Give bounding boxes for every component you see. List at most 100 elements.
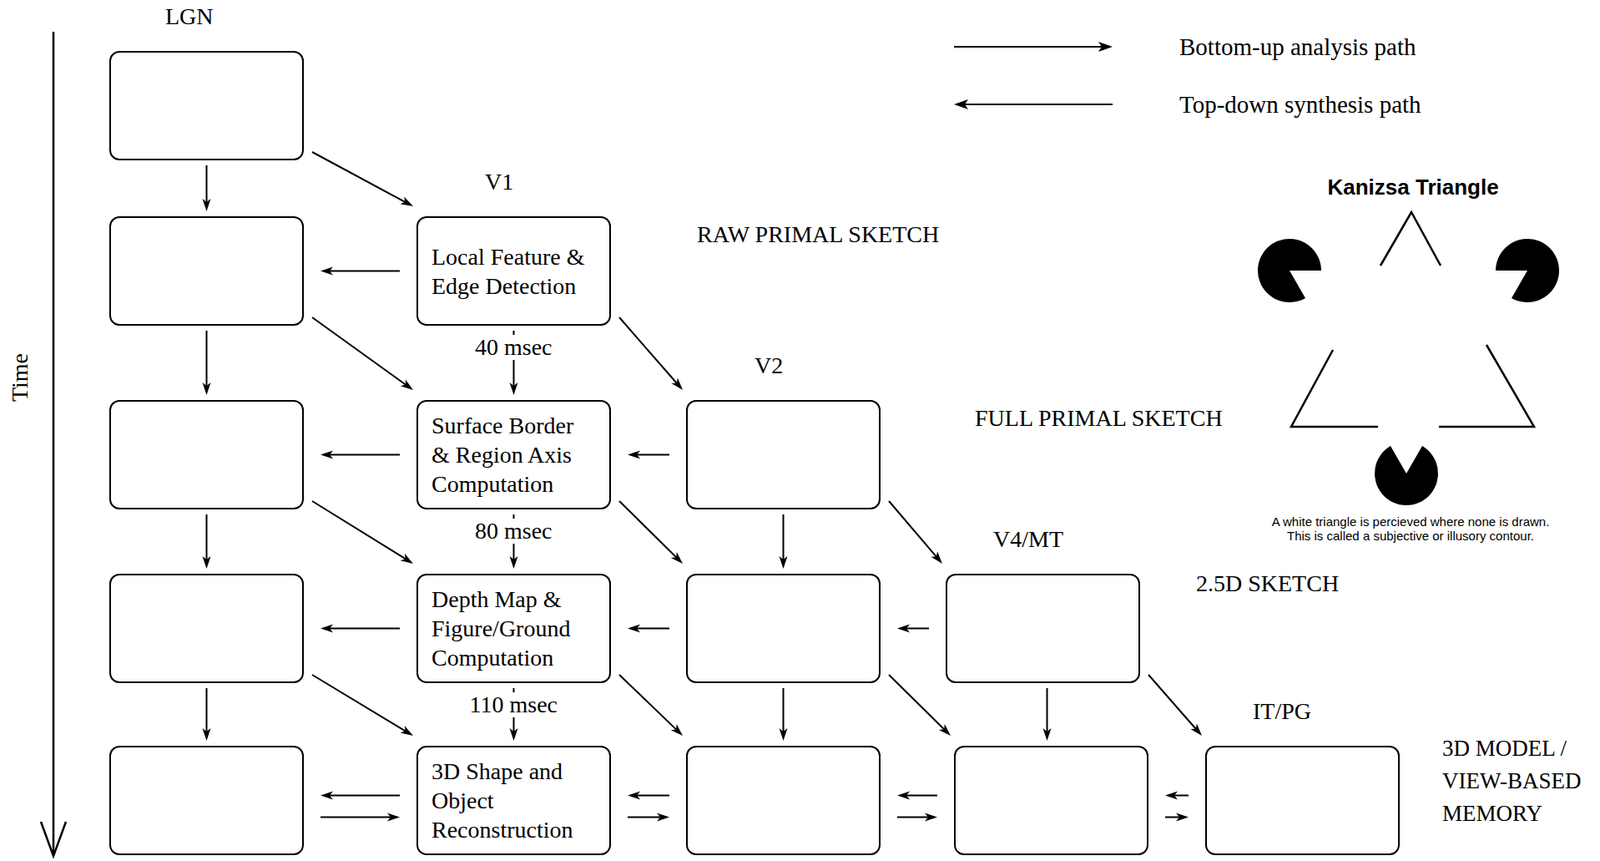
arrow-connector (897, 624, 929, 633)
connector-line (888, 674, 945, 730)
arrow-connector (888, 674, 951, 736)
arrow-connector (312, 317, 414, 390)
arrow-head (779, 555, 788, 569)
legend-sample-line (953, 45, 1104, 48)
arrow-head (924, 812, 938, 822)
connector-line (619, 674, 677, 730)
arrow-head (897, 791, 910, 800)
connector-line (328, 794, 400, 797)
connector-line (619, 500, 677, 558)
arrow-connector (312, 151, 414, 207)
arrow-connector (627, 812, 670, 822)
area-label: V4/MT (993, 526, 1064, 552)
arrow-head (400, 378, 414, 390)
connector-line (206, 165, 208, 203)
arrow-connector (897, 812, 938, 822)
kanizsa-outline (1380, 211, 1441, 266)
arrow-connector (627, 450, 670, 460)
arrow-connector (1165, 791, 1189, 800)
connector-line (320, 816, 392, 818)
area-label: V2 (754, 353, 783, 379)
connector-line (1148, 674, 1197, 730)
process-box (686, 745, 881, 855)
stage-label: 2.5D SKETCH (1196, 570, 1339, 597)
arrow-head (627, 624, 641, 633)
figure-caption: A white triangle is percieved where none… (1264, 514, 1557, 543)
legend-sample-head (1098, 41, 1113, 52)
process-box: IT/PG (1205, 745, 1400, 855)
arrow-connector (619, 674, 683, 736)
process-box (953, 745, 1149, 855)
arrow-head (509, 555, 519, 569)
connector-line (782, 514, 785, 561)
kanizsa-pacman (1257, 238, 1322, 303)
connector-line (206, 687, 208, 732)
arrow-head (320, 450, 334, 460)
connector-line (897, 816, 929, 818)
arrow-connector (312, 674, 414, 736)
box-text: Depth Map & Figure/Ground Computation (418, 579, 610, 677)
arrow-connector (897, 791, 938, 800)
arrow-connector (202, 165, 212, 212)
arrow-connector (888, 500, 943, 564)
kanizsa-pacman (1495, 238, 1560, 303)
legend-text: Bottom-up analysis path (1179, 33, 1417, 61)
connector-line (782, 687, 785, 732)
process-box: Surface Border & Region Axis Computation (416, 399, 611, 510)
area-label: V1 (484, 169, 514, 195)
process-box (109, 399, 304, 510)
connector-line (905, 794, 938, 797)
arrow-connector (320, 812, 400, 822)
arrow-head (387, 812, 400, 822)
arrow-head (400, 725, 414, 736)
arrow-head (202, 382, 212, 395)
connector-line (635, 454, 670, 456)
connector-line (328, 627, 400, 630)
arrow-head (202, 198, 212, 212)
timing-label: 40 msec (472, 334, 556, 360)
legend-sample-line (963, 103, 1113, 106)
arrow-head (202, 727, 212, 741)
arrow-head (399, 196, 414, 207)
arrow-head (1043, 727, 1052, 741)
legend-sample-head (953, 99, 969, 110)
stage-label: RAW PRIMAL SKETCH (696, 221, 939, 248)
arrow-connector (202, 687, 212, 741)
connector-line (619, 317, 677, 384)
area-label: LGN (165, 4, 214, 30)
arrow-head (938, 723, 951, 736)
arrow-connector (619, 317, 683, 390)
connector-line (312, 151, 406, 202)
connector-line (1165, 816, 1181, 818)
arrow-head (627, 791, 641, 800)
arrow-connector (312, 500, 414, 564)
arrow-connector (627, 791, 670, 800)
arrow-connector (779, 687, 788, 741)
arrow-connector (320, 450, 400, 460)
time-axis (52, 31, 56, 854)
legend-text: Top-down synthesis path (1179, 90, 1422, 118)
arrow-connector (202, 330, 212, 395)
stage-label: 3D MODEL / VIEW-BASED MEMORY (1442, 731, 1593, 830)
process-box: V4/MT (945, 573, 1141, 683)
arrow-head (1190, 722, 1202, 736)
connector-line (312, 317, 407, 385)
connector-line (1046, 687, 1049, 732)
arrow-head (320, 267, 334, 276)
kanizsa-pacman (1374, 445, 1439, 505)
process-box: Depth Map & Figure/Ground Computation (416, 573, 611, 683)
area-label: IT/PG (1252, 698, 1312, 724)
process-box: V1Local Feature & Edge Detection (416, 216, 611, 326)
figure-title: Kanizsa Triangle (1327, 173, 1500, 201)
arrow-head (671, 377, 683, 390)
arrow-head (779, 727, 788, 741)
arrow-head (931, 550, 944, 564)
arrow-head (320, 624, 334, 633)
connector-line (635, 794, 670, 797)
box-text: Surface Border & Region Axis Computation (418, 405, 610, 504)
connector-line (905, 627, 929, 630)
connector-line (1173, 794, 1189, 797)
arrow-head (671, 551, 683, 564)
connector-line (312, 674, 406, 732)
